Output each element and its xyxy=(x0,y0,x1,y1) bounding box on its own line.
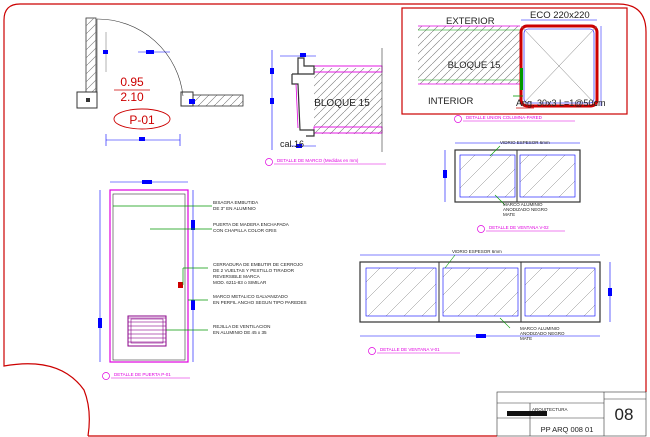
sheet-border xyxy=(3,3,647,437)
column-angle-label: Ang. 30x3 L=1@50cm xyxy=(516,98,605,108)
window-v01-frame-3: MATE xyxy=(520,336,532,341)
window-v02-frame-1: MARCO ALUMINIO xyxy=(503,202,543,207)
note-door-1: PUERTA DE MADERA ENCHAPADA xyxy=(213,222,290,227)
column-block-label: BLOQUE 15 xyxy=(448,60,501,71)
note-frame-1: MARCO METALICO GALVANIZADO xyxy=(213,294,288,299)
frame-block-label: BLOQUE 15 xyxy=(314,98,370,109)
note-lock-4: MOD. 6211-83 o SIMILAR xyxy=(213,280,267,285)
title-sheet-code: PP ARQ 008 01 xyxy=(541,425,594,434)
door-code-label: P-01 xyxy=(129,113,155,127)
window-v02-glass-label: VIDRIO ESPESOR 6mm xyxy=(500,140,550,145)
note-lock-2: DE 2 VUELTAS Y PESTILLO TIRADOR xyxy=(213,268,295,273)
door-code-tag xyxy=(113,108,171,130)
column-exterior-label: EXTERIOR xyxy=(446,16,495,27)
note-hinge-1: BISAGRA EMBUTIDA xyxy=(213,200,259,205)
door-elevation-caption: DETALLE DE PUERTA P-01 xyxy=(114,372,171,377)
title-discipline-label: ARQUITECTURA xyxy=(532,407,568,412)
note-grille-1: REJILLA DE VENTILACION xyxy=(213,324,270,329)
column-eco-label: ECO 220x220 xyxy=(530,10,590,21)
frame-cal-label: cal.16 xyxy=(280,139,304,149)
window-v01-frame-2: ANODIZADO NEGRO xyxy=(520,331,565,336)
door-plan-view xyxy=(76,17,244,146)
frame-detail-caption: DETALLE DE MARCO (Medidas en mm) xyxy=(277,158,359,163)
note-lock-1: CERRADURA DE EMBUTIR DE CERROJO xyxy=(213,262,303,267)
window-v01-caption: DETALLE DE VENTANA V-01 xyxy=(380,347,440,352)
note-hinge-2: DE 3" EN ALUMINIO xyxy=(213,206,256,211)
column-interior-label: INTERIOR xyxy=(428,96,474,107)
door-height-label: 2.10 xyxy=(120,90,144,104)
window-v01 xyxy=(359,254,612,355)
title-block xyxy=(496,391,647,437)
column-detail-caption: DETALLE UNION COLUMNA-PARED xyxy=(466,115,543,120)
window-v01-frame-1: MARCO ALUMINIO xyxy=(520,326,560,331)
note-lock-3: REVERSIBLE MARCA xyxy=(213,274,261,279)
note-door-2: CON CHAPILLA COLOR GRIS xyxy=(213,228,277,233)
frame-detail xyxy=(265,48,386,166)
title-sheet-number: 08 xyxy=(615,405,634,424)
window-v02-frame-2: ANODIZADO NEGRO xyxy=(503,207,548,212)
door-width-label: 0.95 xyxy=(120,75,144,89)
note-grille-2: EN ALUMINIO DE 45 x 35 xyxy=(213,330,267,335)
window-v02-frame-3: MATE xyxy=(503,212,515,217)
window-v02-caption: DETALLE DE VENTANA V-02 xyxy=(489,225,549,230)
window-v01-glass-label: VIDRIO ESPESOR 6mm xyxy=(452,249,502,254)
note-frame-2: EN PERFIL ANCHO SEGUN TIPO PAREDES xyxy=(213,300,307,305)
column-wall-detail xyxy=(401,7,628,123)
door-elevation xyxy=(98,180,212,380)
window-v02 xyxy=(443,142,581,233)
door-elevation-notes: BISAGRA EMBUTIDA DE 3" EN ALUMINIO PUERT… xyxy=(213,200,307,335)
